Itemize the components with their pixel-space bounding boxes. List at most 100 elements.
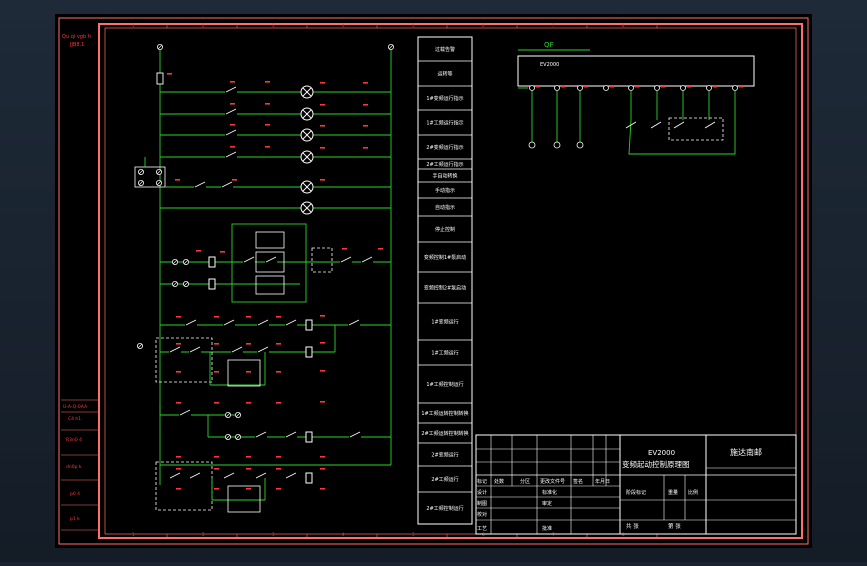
indicator-lamp-icon — [300, 180, 314, 194]
vfd-terminal-icon — [529, 85, 535, 91]
vfd-terminal-icon — [628, 85, 634, 91]
wire-label-mark — [175, 179, 180, 181]
title-block: EV2000 变频起动控制原理图 施达南邮 阶段标记 重量 比例 共 张 第 张… — [475, 434, 797, 535]
function-label: 1#工频运转控制转换 — [421, 410, 468, 417]
wire-label-mark — [265, 81, 270, 83]
contact-icon — [255, 472, 267, 480]
grid-number: 2 — [202, 23, 205, 28]
grid-number: 4 — [342, 532, 345, 537]
function-label: 手动指示 — [435, 187, 455, 194]
left-strip-row: dn0p k — [66, 464, 82, 470]
left-strip-row: p0 4 — [70, 491, 80, 497]
vfd-terminal-icon — [577, 85, 583, 91]
contact-icon — [185, 319, 197, 327]
contact-icon — [221, 181, 233, 189]
terminal-icon — [182, 280, 189, 287]
outer-frame — [58, 17, 809, 545]
indicator-lamp-icon — [300, 201, 314, 215]
contact-icon — [189, 346, 201, 354]
wire-label-mark — [196, 250, 201, 252]
contact-icon — [231, 346, 243, 354]
grid-number: 7 — [552, 23, 555, 28]
wire-label-mark — [214, 343, 219, 345]
contact-icon — [255, 431, 267, 439]
title-model: EV2000 — [648, 449, 675, 457]
function-label: 过载告警 — [435, 46, 455, 53]
terminal-icon — [171, 258, 178, 265]
terminal-icon — [234, 411, 241, 418]
contact-icon — [285, 472, 297, 480]
title-block-cell: 分区 — [520, 478, 530, 485]
contact-icon — [225, 86, 237, 94]
wire-label-mark — [320, 315, 325, 317]
function-label: 2#变频运行 — [431, 452, 458, 459]
contact-icon — [179, 409, 191, 417]
contact-icon — [189, 472, 201, 480]
title-block-cell: 签名 — [573, 478, 583, 485]
wire-label-mark — [363, 82, 368, 84]
contact-block — [255, 251, 285, 273]
grid-number: 5 — [412, 23, 415, 28]
function-label: 手自动转换 — [432, 173, 457, 180]
contact-icon — [169, 472, 181, 480]
left-strip-row: R3n0 4 — [66, 437, 82, 443]
wire-label-mark — [320, 456, 325, 458]
title-block-cell: 标准化 — [542, 489, 557, 496]
contact-icon — [194, 181, 206, 189]
vfd-contact-icon — [650, 121, 662, 129]
relay-coil-icon — [208, 278, 216, 290]
title-block-cell: 年月日 — [595, 478, 610, 485]
dashed-group — [155, 337, 213, 383]
terminal-icon — [155, 179, 162, 186]
function-label: 变频控制2#泵启动 — [424, 285, 466, 292]
grid-number: 6 — [482, 23, 485, 28]
vfd-terminal-icon — [706, 85, 712, 91]
contact-icon — [349, 431, 361, 439]
wire-label-mark — [246, 343, 251, 345]
terminal-icon — [234, 433, 241, 440]
terminal-icon — [387, 44, 394, 51]
wire-label-mark — [363, 104, 368, 106]
function-label: 自动指示 — [435, 204, 455, 211]
vfd-label-top: QF — [544, 41, 554, 49]
wire-label-mark — [167, 73, 172, 75]
left-strip-top-line2: JJB8.1 — [69, 42, 84, 48]
function-label: 1#工频运行指示 — [426, 120, 463, 127]
contact-icon — [223, 472, 235, 480]
function-label: 停止控制 — [435, 226, 455, 233]
contact-icon — [285, 319, 297, 327]
function-label: 运转等 — [437, 71, 452, 78]
relay-coil-icon — [305, 346, 313, 358]
vfd-terminal-icon — [554, 85, 560, 91]
terminal-icon — [136, 342, 143, 349]
contact-icon — [169, 346, 181, 354]
wire-label-mark — [220, 251, 225, 253]
wire-label-mark — [378, 248, 383, 250]
wire-label-mark — [176, 456, 181, 458]
wire-label-mark — [246, 402, 251, 404]
vfd-terminal-icon — [680, 85, 686, 91]
wire-label-mark — [276, 402, 281, 404]
contact-icon — [225, 151, 237, 159]
output-terminal-icon — [576, 141, 584, 149]
function-label: 变频控制1#泵启动 — [424, 254, 466, 261]
contact-icon — [340, 256, 352, 264]
title-block-cell: 标记 — [477, 478, 487, 485]
grid-number: 2 — [202, 532, 205, 537]
contact-icon — [285, 431, 297, 439]
inner-frame — [98, 23, 803, 539]
wire-label-mark — [230, 124, 235, 126]
emergency-stop-icon — [311, 247, 333, 273]
wire-label-mark — [276, 371, 281, 373]
wire-label-mark — [342, 248, 347, 250]
drawing-sheet — [55, 14, 812, 548]
wire-label-mark — [320, 125, 325, 127]
contact-block — [255, 231, 285, 249]
wire-label-mark — [363, 125, 368, 127]
contact-icon — [223, 319, 235, 327]
function-label: 2#工频运行指示 — [426, 161, 463, 168]
vfd-terminal-icon — [654, 85, 660, 91]
function-label: 2#工频控制运行 — [426, 505, 463, 512]
